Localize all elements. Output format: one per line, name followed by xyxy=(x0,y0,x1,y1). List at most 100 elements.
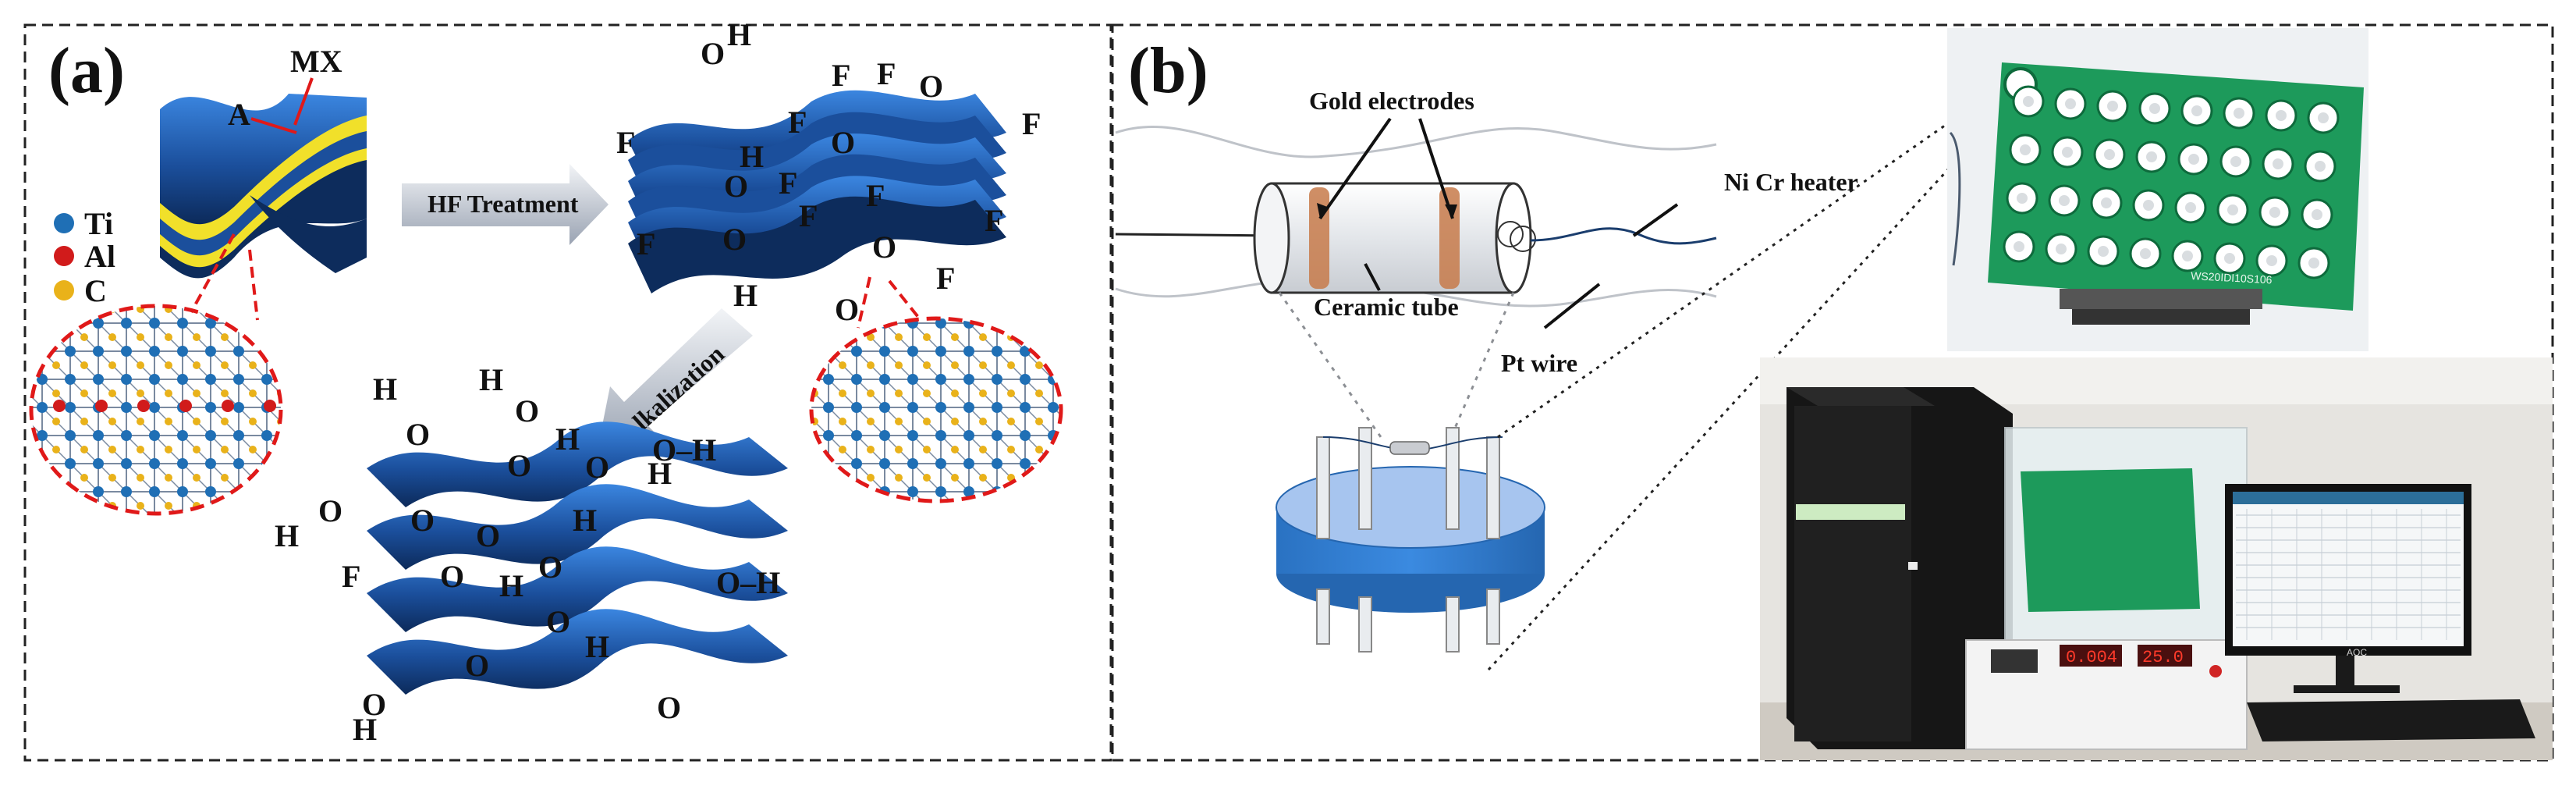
svg-text:O–H: O–H xyxy=(716,565,780,600)
panel-a-frame xyxy=(23,23,1112,762)
gold-electrode-arrow-left xyxy=(1318,117,1392,220)
pcb-socket-center xyxy=(2101,197,2112,208)
svg-text:H: H xyxy=(353,712,377,747)
ceramic-tube-arrow xyxy=(1364,263,1381,291)
hf-treatment-arrow: HF Treatment xyxy=(402,164,609,245)
meter-display-1: 0.004 xyxy=(2066,648,2117,667)
svg-text:O: O xyxy=(722,222,747,257)
svg-text:F: F xyxy=(788,105,807,140)
pcb-socket-center xyxy=(2315,161,2326,172)
pcb-socket-center xyxy=(2234,108,2244,119)
svg-text:O: O xyxy=(546,604,570,639)
pcb-socket-center xyxy=(2227,204,2238,215)
pcb-socket-center xyxy=(2140,248,2151,259)
max-phase-stack xyxy=(160,94,367,279)
pcb-socket-center xyxy=(2266,255,2277,266)
gold-electrode-arrow-right xyxy=(1418,118,1454,219)
svg-text:F: F xyxy=(877,56,896,91)
ceramic-tube xyxy=(1253,182,1536,294)
svg-text:O: O xyxy=(831,125,855,160)
pcb-socket-center xyxy=(2191,105,2202,116)
pcb-socket-center xyxy=(2020,144,2031,155)
legend-al-label: Al xyxy=(84,239,115,274)
svg-text:H: H xyxy=(373,372,397,407)
svg-text:H: H xyxy=(499,568,523,603)
svg-text:H: H xyxy=(733,278,758,313)
pcb-socket-center xyxy=(2062,147,2073,158)
pcb-socket-center xyxy=(2017,193,2028,204)
pcb-serial-text: WS20IDI10S106 xyxy=(2191,269,2273,286)
pcb-socket-center xyxy=(2146,151,2157,162)
pcb-socket-center xyxy=(2224,253,2235,264)
mx-pointer xyxy=(293,77,314,126)
svg-text:O: O xyxy=(476,518,500,553)
pc-tower xyxy=(1787,387,2013,749)
max-lattice-zoom xyxy=(29,233,283,516)
svg-text:O: O xyxy=(410,503,435,538)
pcb-socket-center xyxy=(2149,103,2160,114)
test-chamber: 0.004 25.0 xyxy=(1965,427,2248,750)
legend-c-dot xyxy=(54,280,74,300)
atom-legend: Ti Al C xyxy=(54,206,115,308)
svg-text:O: O xyxy=(507,448,531,483)
pcb-socket-center xyxy=(2056,244,2067,254)
svg-text:O: O xyxy=(657,690,681,725)
pcb-socket-center xyxy=(2059,195,2070,206)
svg-text:O–H: O–H xyxy=(652,432,716,468)
svg-text:O: O xyxy=(701,36,725,71)
pt-wire-label: Pt wire xyxy=(1501,349,1577,377)
svg-text:O: O xyxy=(919,69,943,104)
ni-cr-heater-wire xyxy=(1530,227,1717,245)
lead-wire xyxy=(1115,233,1280,237)
pcb-socket-center xyxy=(2273,158,2283,169)
svg-text:H: H xyxy=(479,362,503,397)
svg-text:F: F xyxy=(866,178,885,213)
svg-text:F: F xyxy=(1022,106,1041,141)
gold-electrode-right xyxy=(1439,187,1460,289)
pcb-socket-center xyxy=(2143,200,2154,211)
pcb-socket-center xyxy=(2308,258,2319,268)
pcb-socket-center xyxy=(2014,241,2024,252)
pcb-socket-center xyxy=(2276,110,2287,121)
svg-text:O: O xyxy=(724,169,748,204)
pcb-socket-center xyxy=(2065,98,2076,109)
pcb-socket-center xyxy=(2098,246,2109,257)
svg-text:F: F xyxy=(637,226,655,261)
mxene-stack-alkalized xyxy=(367,421,788,695)
svg-text:F: F xyxy=(616,125,635,160)
svg-text:O: O xyxy=(835,292,859,327)
pcb-socket-center xyxy=(2182,251,2193,261)
svg-text:F: F xyxy=(779,165,797,201)
sensor-outline-curves xyxy=(1115,126,1717,308)
panel-a-letter: (a) xyxy=(48,34,125,107)
pcb-socket-center xyxy=(2312,209,2322,220)
legend-c-label: C xyxy=(84,273,107,308)
svg-text:F: F xyxy=(985,203,1003,238)
svg-text:H: H xyxy=(585,629,609,664)
svg-text:O: O xyxy=(362,687,386,722)
svg-text:O: O xyxy=(515,393,539,429)
svg-text:O: O xyxy=(406,417,430,452)
ni-cr-heater-arrow xyxy=(1632,203,1679,237)
mxene-terminal-labels: O H F F O F F F O H F F O F F F O O H O … xyxy=(616,17,1041,327)
pcb-socket-center xyxy=(2185,202,2196,213)
svg-text:O: O xyxy=(872,229,896,265)
svg-text:H: H xyxy=(555,421,580,457)
svg-text:H: H xyxy=(740,139,764,174)
svg-text:H: H xyxy=(648,456,672,491)
photo-test-system: 0.004 25.0 AOC xyxy=(1760,357,2553,760)
svg-text:O: O xyxy=(318,493,342,528)
ni-cr-heater-label: Ni Cr heater xyxy=(1724,168,1858,196)
svg-text:H: H xyxy=(727,17,751,52)
svg-text:F: F xyxy=(342,559,360,594)
svg-text:O: O xyxy=(465,648,489,683)
monitor-brand: AOC xyxy=(2347,647,2367,658)
photo-connector-lines xyxy=(1487,73,2022,671)
pcb-socket-center xyxy=(2104,149,2115,160)
ceramic-tube-label: Ceramic tube xyxy=(1314,293,1459,321)
pcb-socket-center xyxy=(2269,207,2280,218)
svg-text:O: O xyxy=(585,450,609,485)
meter-display-2: 25.0 xyxy=(2142,648,2184,667)
svg-text:H: H xyxy=(573,503,597,538)
